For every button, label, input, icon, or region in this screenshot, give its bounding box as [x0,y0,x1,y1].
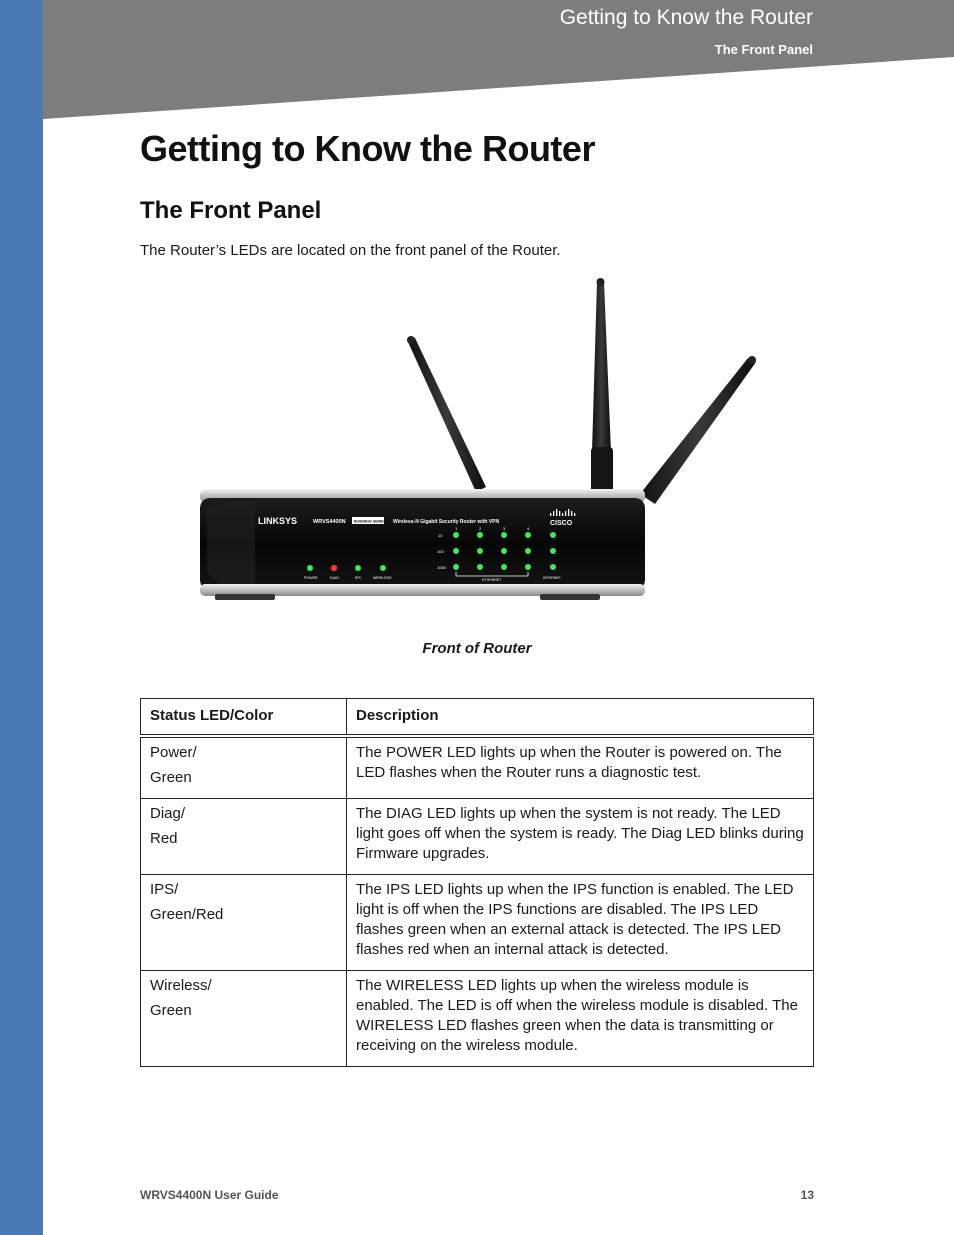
description-cell: The WIRELESS LED lights up when the wire… [346,970,814,1067]
led-name: Power/ [150,744,197,761]
figure-caption: Front of Router [422,640,532,657]
antenna-right [640,356,756,504]
router-brand-text: LINKSYS [258,516,297,526]
speed-label-100: 100 [437,549,444,554]
antenna-left [407,336,486,492]
status-cell: Diag/ Red [140,798,347,875]
svg-text:CISCO: CISCO [550,520,573,527]
port-number-2: 2 [479,526,482,531]
power-led [307,565,313,571]
status-cell: Power/ Green [140,735,347,799]
speed-label-10: 10 [438,533,443,538]
router-front-image: LINKSYS WRVS4400N BUSINESS SERIES Wirele… [200,278,756,600]
led-color: Green [150,769,192,786]
led-name: IPS/ [150,881,179,898]
ethernet-led-grid [453,532,556,570]
page-title: Getting to Know the Router [140,128,595,169]
internet-label: INTERNET [543,576,562,580]
diag-led [330,564,338,572]
running-header-chapter: Getting to Know the Router [559,6,813,29]
cisco-logo-icon: CISCO [550,509,576,527]
table-row: Power/ Green The POWER LED lights up whe… [140,735,814,799]
led-label-wireless: WIRELESS [373,576,392,580]
led-name: Wireless/ [150,977,212,994]
router-model-text: WRVS4400N [313,519,346,525]
table-row: IPS/ Green/Red The IPS LED lights up whe… [140,874,814,971]
ips-led [355,565,361,571]
side-color-bar [0,0,43,1235]
footer-page-number: 13 [800,1188,814,1202]
router-series-text: BUSINESS SERIES [354,520,386,524]
footer-guide-name: WRVS4400N User Guide [140,1188,279,1202]
status-cell: Wireless/ Green [140,970,347,1067]
column-header-description: Description [346,698,814,738]
port-number-3: 3 [503,526,506,531]
antenna-center [591,278,613,495]
description-cell: The POWER LED lights up when the Router … [346,735,814,799]
description-cell: The IPS LED lights up when the IPS funct… [346,874,814,971]
led-label-power: POWER [304,576,318,580]
intro-paragraph: The Router’s LEDs are located on the fro… [140,242,561,259]
wireless-led [380,565,386,571]
led-color: Green [150,1002,192,1019]
led-status-table: Status LED/Color Description Power/ Gree… [140,698,814,1067]
led-label-diag: DIAG [330,576,339,580]
port-number-1: 1 [455,526,458,531]
table-header-row: Status LED/Color Description [140,698,814,738]
led-label-ips: IPS [355,576,361,580]
description-cell: The DIAG LED lights up when the system i… [346,798,814,875]
section-title: The Front Panel [140,197,322,224]
column-header-status: Status LED/Color [140,698,347,738]
port-number-4: 4 [527,526,530,531]
router-product-text: Wireless-N Gigabit Security Router with … [393,519,499,525]
ethernet-label: ETHERNET [482,578,502,582]
speed-label-1000: 1000 [437,565,447,570]
header-band [43,0,954,119]
table-row: Diag/ Red The DIAG LED lights up when th… [140,798,814,875]
led-color: Green/Red [150,906,224,923]
led-name: Diag/ [150,805,186,822]
status-cell: IPS/ Green/Red [140,874,347,971]
table-row: Wireless/ Green The WIRELESS LED lights … [140,970,814,1067]
led-color: Red [150,830,178,847]
running-header-section: The Front Panel [714,42,813,57]
